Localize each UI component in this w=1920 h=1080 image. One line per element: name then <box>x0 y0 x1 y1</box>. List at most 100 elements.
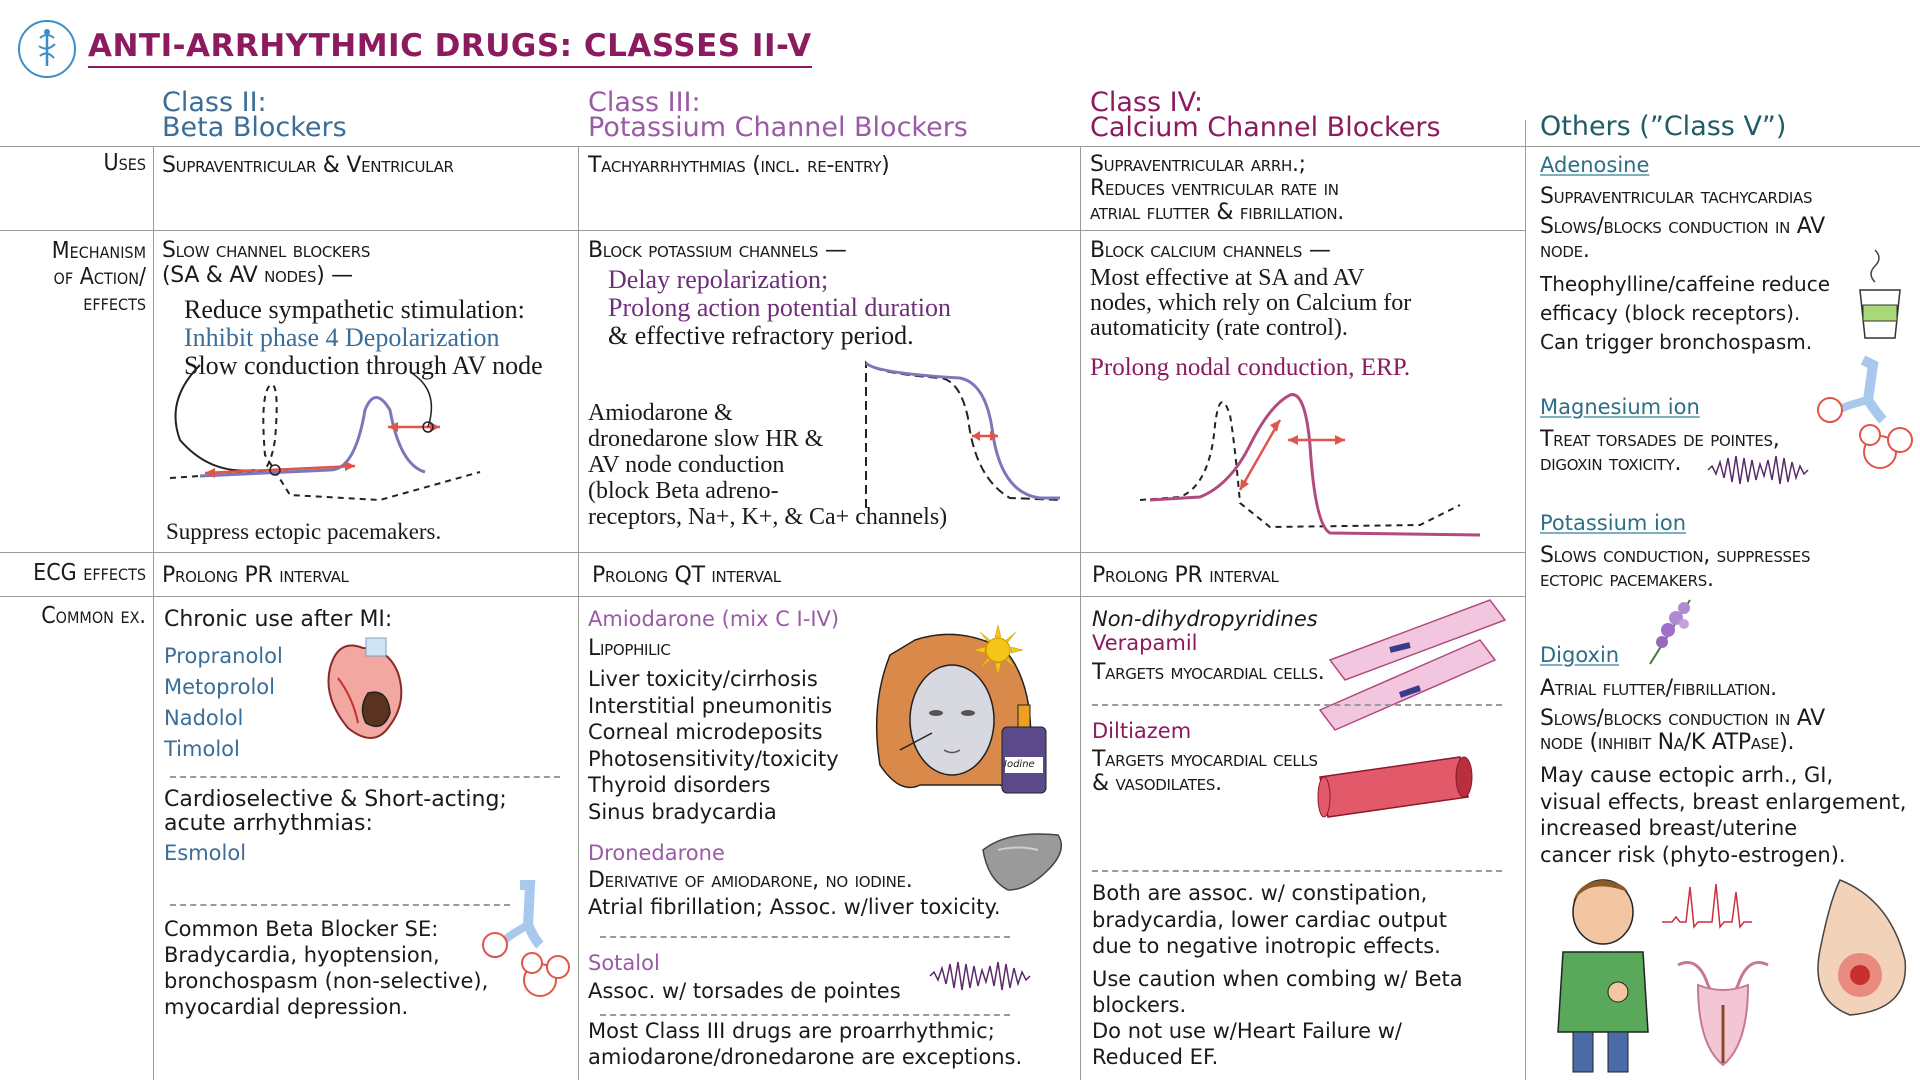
others-potassium-a-2: ectopic pacemakers. <box>1540 567 1714 592</box>
iodine-bottle-icon <box>1001 704 1047 794</box>
class3-action-potential-graph <box>864 360 1061 508</box>
mech-class3-note-4: (block Beta adreno- <box>588 478 779 504</box>
common-class2-se-3: myocardial depression. <box>164 995 409 1019</box>
common-class2-cardio: Cardioselective & Short-acting; acute ar… <box>164 788 507 836</box>
common-class3-most-1: Most Class III drugs are proarrhythmic; <box>588 1019 995 1043</box>
breast-icon <box>1817 879 1907 1016</box>
row-label-ecg: ECG effects <box>33 560 146 586</box>
common-class4-hf-1: Do not use w/Heart Failure w/ <box>1092 1019 1402 1043</box>
others-digoxin-b-1: Slows/blocks conduction in AV <box>1540 706 1825 731</box>
others-magnesium-a-2: digoxin toxicity. <box>1540 451 1682 476</box>
amio-effect-6: Sinus bradycardia <box>588 799 777 824</box>
mech-class2-header: Slow channel blockers (SA & AV nodes) — <box>162 238 370 288</box>
others-header: Others (”Class V”) <box>1540 111 1787 142</box>
common-class4-caution-1: Use caution when combing w/ Beta <box>1092 967 1463 991</box>
others-magnesium: Magnesium ion <box>1540 395 1700 419</box>
others-digoxin-b: Slows/blocks conduction in AV node (inhi… <box>1540 707 1825 755</box>
mech-class2-line1: Slow channel blockers <box>162 238 371 263</box>
blood-vessel-icon <box>1317 756 1473 818</box>
mech-class3-line1: Block potassium channels — <box>588 238 847 263</box>
row-label-common: Common ex. <box>41 603 146 629</box>
heart-icon <box>327 637 403 739</box>
common-class2-cardio-2: acute arrhythmias: <box>164 811 373 836</box>
drug-sotalol: Sotalol <box>588 951 660 975</box>
uses-class4: Supraventricular arrh.; Reduces ventricu… <box>1090 153 1344 225</box>
divider-class2-2 <box>170 904 510 906</box>
others-adenosine-c-1: Theophylline/caffeine reduce <box>1540 272 1831 296</box>
uses-class4-1: Supraventricular arrh.; <box>1090 152 1306 177</box>
mech-class3-note: Amiodarone & dronedarone slow HR & AV no… <box>588 400 947 530</box>
lungs-icon-others <box>1817 355 1913 469</box>
common-class2-intro: Chronic use after MI: <box>164 607 393 632</box>
row-label-mechanism-2: of Action/ <box>53 264 146 290</box>
divider-class2-1 <box>170 776 560 778</box>
grid-line-mechanism <box>0 552 1525 553</box>
mech-class2-line2: (SA & AV nodes) — <box>162 263 353 288</box>
mech-class3-a: Delay repolarization; <box>608 265 829 294</box>
liver-icon <box>982 833 1063 891</box>
page-title: ANTI-ARRHYTHMIC DRUGS: CLASSES II-V <box>88 28 812 68</box>
torsades-waveform-icon <box>929 961 1031 991</box>
class4-action-potential-graph <box>1139 393 1481 537</box>
common-class4-verapamil-desc: Targets myocardial cells. <box>1092 660 1325 685</box>
common-class4-diltiazem-desc-2: & vasodilates. <box>1092 771 1222 796</box>
class3-header-line1: Class III: <box>588 87 701 118</box>
others-digoxin-c-3: increased breast/uterine <box>1540 816 1798 840</box>
mech-class3-note-3: AV node conduction <box>588 452 785 478</box>
uses-class4-3: atrial flutter & fibrillation. <box>1090 200 1344 225</box>
mech-class4-line1: Block calcium channels — <box>1090 238 1331 263</box>
common-class4-both-3: due to negative inotropic effects. <box>1092 934 1441 958</box>
caduceus-icon-graphic <box>38 29 56 66</box>
mech-class3-note-2: dronedarone slow HR & <box>588 426 824 452</box>
others-adenosine-b: Slows/blocks conduction in AV node. <box>1540 215 1825 263</box>
row-label-mechanism-1: Mechanism <box>51 238 146 264</box>
torsades-waveform-icon-others <box>1707 455 1809 485</box>
common-class3-most: Most Class III drugs are proarrhythmic; … <box>588 1018 1022 1070</box>
drug-verapamil: Verapamil <box>1092 631 1198 655</box>
class4-header-line2: Calcium Channel Blockers <box>1090 112 1441 143</box>
others-digoxin: Digoxin <box>1540 643 1620 667</box>
common-class4-both-1: Both are assoc. w/ constipation, <box>1092 881 1428 905</box>
drug-dronedarone: Dronedarone <box>588 841 725 865</box>
common-class4-caution-2: blockers. <box>1092 993 1187 1017</box>
others-digoxin-c-1: May cause ectopic arrh., GI, <box>1540 763 1834 787</box>
face-illustration <box>875 633 1032 789</box>
common-class2-se-1: Bradycardia, hyoptension, <box>164 943 440 967</box>
common-class4-hf: Do not use w/Heart Failure w/ Reduced EF… <box>1092 1018 1402 1070</box>
divider-class4-2 <box>1092 870 1502 872</box>
drug-esmolol: Esmolol <box>164 841 247 865</box>
coffee-cup-icon <box>1859 249 1901 339</box>
mech-class3-body: Delay repolarization; Prolong action pot… <box>608 266 951 350</box>
mech-class4-a-3: automaticity (rate control). <box>1090 315 1348 341</box>
drug-nadolol: Nadolol <box>164 706 244 730</box>
uses-class4-2: Reduces ventricular rate in <box>1090 176 1339 201</box>
mech-class2-a: Reduce sympathetic stimulation: <box>184 295 525 324</box>
ecg-class4: Prolong PR interval <box>1092 563 1279 588</box>
divider-class3-1 <box>600 936 1010 938</box>
common-class3-drone-desc: Derivative of amiodarone, no iodine. <box>588 868 913 893</box>
amio-effect-5: Thyroid disorders <box>588 773 771 797</box>
class2-header: Class II: Beta Blockers <box>162 87 347 141</box>
others-magnesium-a: Treat torsades de pointes, digoxin toxic… <box>1540 427 1780 476</box>
others-digoxin-b-2: node (inhibit Na/K ATPase). <box>1540 730 1795 755</box>
common-class2-se: Common Beta Blocker SE: Bradycardia, hyo… <box>164 916 488 1020</box>
class2-header-line1: Class II: <box>162 87 267 118</box>
drug-diltiazem: Diltiazem <box>1092 719 1192 743</box>
mech-class3-b: Prolong action potential duration <box>608 293 951 322</box>
sick-boy-illustration <box>1557 879 1649 1073</box>
others-adenosine-b-2: node. <box>1540 238 1590 263</box>
drug-metoprolol: Metoprolol <box>164 675 275 699</box>
others-digoxin-c: May cause ectopic arrh., GI, visual effe… <box>1540 762 1906 868</box>
mech-class4-a-1: Most effective at SA and AV <box>1090 265 1365 291</box>
others-potassium-a: Slows conduction, suppresses ectopic pac… <box>1540 544 1810 592</box>
others-magnesium-a-1: Treat torsades de pointes, <box>1540 427 1780 452</box>
grid-line-top <box>0 146 1920 147</box>
grid-vline-1 <box>153 146 154 1080</box>
common-class4-both: Both are assoc. w/ constipation, bradyca… <box>1092 880 1447 960</box>
others-potassium-a-1: Slows conduction, suppresses <box>1540 543 1811 568</box>
ecg-class3: Prolong QT interval <box>592 563 781 588</box>
amio-effect-3: Corneal microdeposits <box>588 720 823 744</box>
lungs-icon <box>482 880 570 997</box>
grid-line-ecg <box>0 596 1525 597</box>
class4-header-line1: Class IV: <box>1090 87 1203 118</box>
